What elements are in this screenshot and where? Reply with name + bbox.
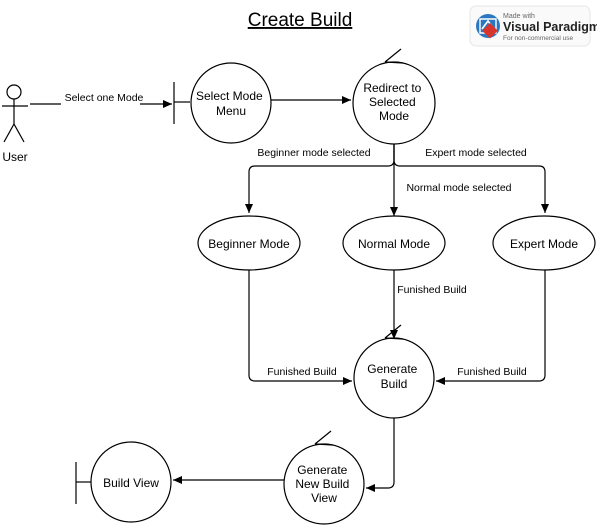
generate-new-build-view-control: Generate New Build View bbox=[283, 430, 365, 525]
generate-build-control: Generate Build bbox=[353, 324, 435, 419]
edge-label-beginner-selected: Beginner mode selected bbox=[257, 147, 370, 159]
watermark-line3: For non-commercial use bbox=[503, 35, 573, 42]
beginner-mode-label: Beginner Mode bbox=[208, 237, 290, 251]
svg-text:Select Mode Menu: Select Mode Menu bbox=[196, 89, 266, 118]
beginner-mode-node: Beginner Mode bbox=[197, 215, 301, 271]
redirect-label-1: Redirect to bbox=[363, 81, 421, 95]
diagram-title: Create Build bbox=[248, 10, 353, 31]
build-view-boundary: Build View bbox=[75, 441, 172, 523]
expert-mode-label: Expert Mode bbox=[510, 237, 578, 251]
svg-text:Generate Build: Generate Build bbox=[367, 362, 420, 391]
edge-label-funished-build-normal: Funished Build bbox=[397, 284, 467, 296]
generate-new-build-view-label-3: View bbox=[311, 491, 337, 505]
generate-build-label-1: Generate bbox=[367, 362, 417, 376]
watermark-line1: Made with bbox=[503, 13, 535, 20]
edge-label-funished-build-beginner: Funished Build bbox=[267, 366, 337, 378]
visual-paradigm-watermark: Made with Visual Paradigm For non-commer… bbox=[469, 5, 597, 47]
expert-mode-node: Expert Mode bbox=[492, 215, 596, 271]
edge-label-funished-build-expert: Funished Build bbox=[457, 366, 527, 378]
edge-beginner-to-generate bbox=[248, 270, 352, 385]
edge-label-select-one-mode: Select one Mode bbox=[65, 92, 144, 104]
watermark-line2: Visual Paradigm bbox=[503, 20, 597, 34]
edge-label-normal-selected: Normal mode selected bbox=[406, 182, 511, 194]
redirect-label-3: Mode bbox=[379, 109, 409, 123]
generate-new-build-view-label-1: Generate bbox=[297, 463, 347, 477]
select-mode-menu-boundary: Select Mode Menu bbox=[173, 62, 272, 144]
build-view-label: Build View bbox=[103, 476, 159, 490]
generate-new-build-view-label-2: New Build bbox=[295, 477, 349, 491]
select-mode-menu-label-2: Menu bbox=[216, 104, 246, 118]
edge-generate-to-new-view bbox=[366, 418, 395, 492]
normal-mode-label: Normal Mode bbox=[358, 237, 430, 251]
redirect-label-2: Selected bbox=[369, 95, 416, 109]
user-actor bbox=[2, 84, 28, 143]
user-actor-label: User bbox=[2, 150, 27, 164]
visual-paradigm-logo-icon bbox=[476, 14, 500, 39]
edge-select-one-mode: Select one Mode bbox=[30, 92, 172, 108]
select-mode-menu-label-1: Select Mode bbox=[196, 89, 263, 103]
generate-build-label-2: Build bbox=[381, 377, 408, 391]
edge-label-expert-selected: Expert mode selected bbox=[425, 147, 527, 159]
redirect-control: Redirect to Selected Mode bbox=[352, 48, 436, 145]
svg-text:Redirect to Selected: Redirect to Selected Mode bbox=[363, 81, 424, 123]
edge-expert-to-generate bbox=[436, 270, 546, 385]
normal-mode-node: Normal Mode bbox=[342, 215, 446, 271]
svg-text:Generate New Build: Generate New Build View bbox=[295, 463, 352, 505]
